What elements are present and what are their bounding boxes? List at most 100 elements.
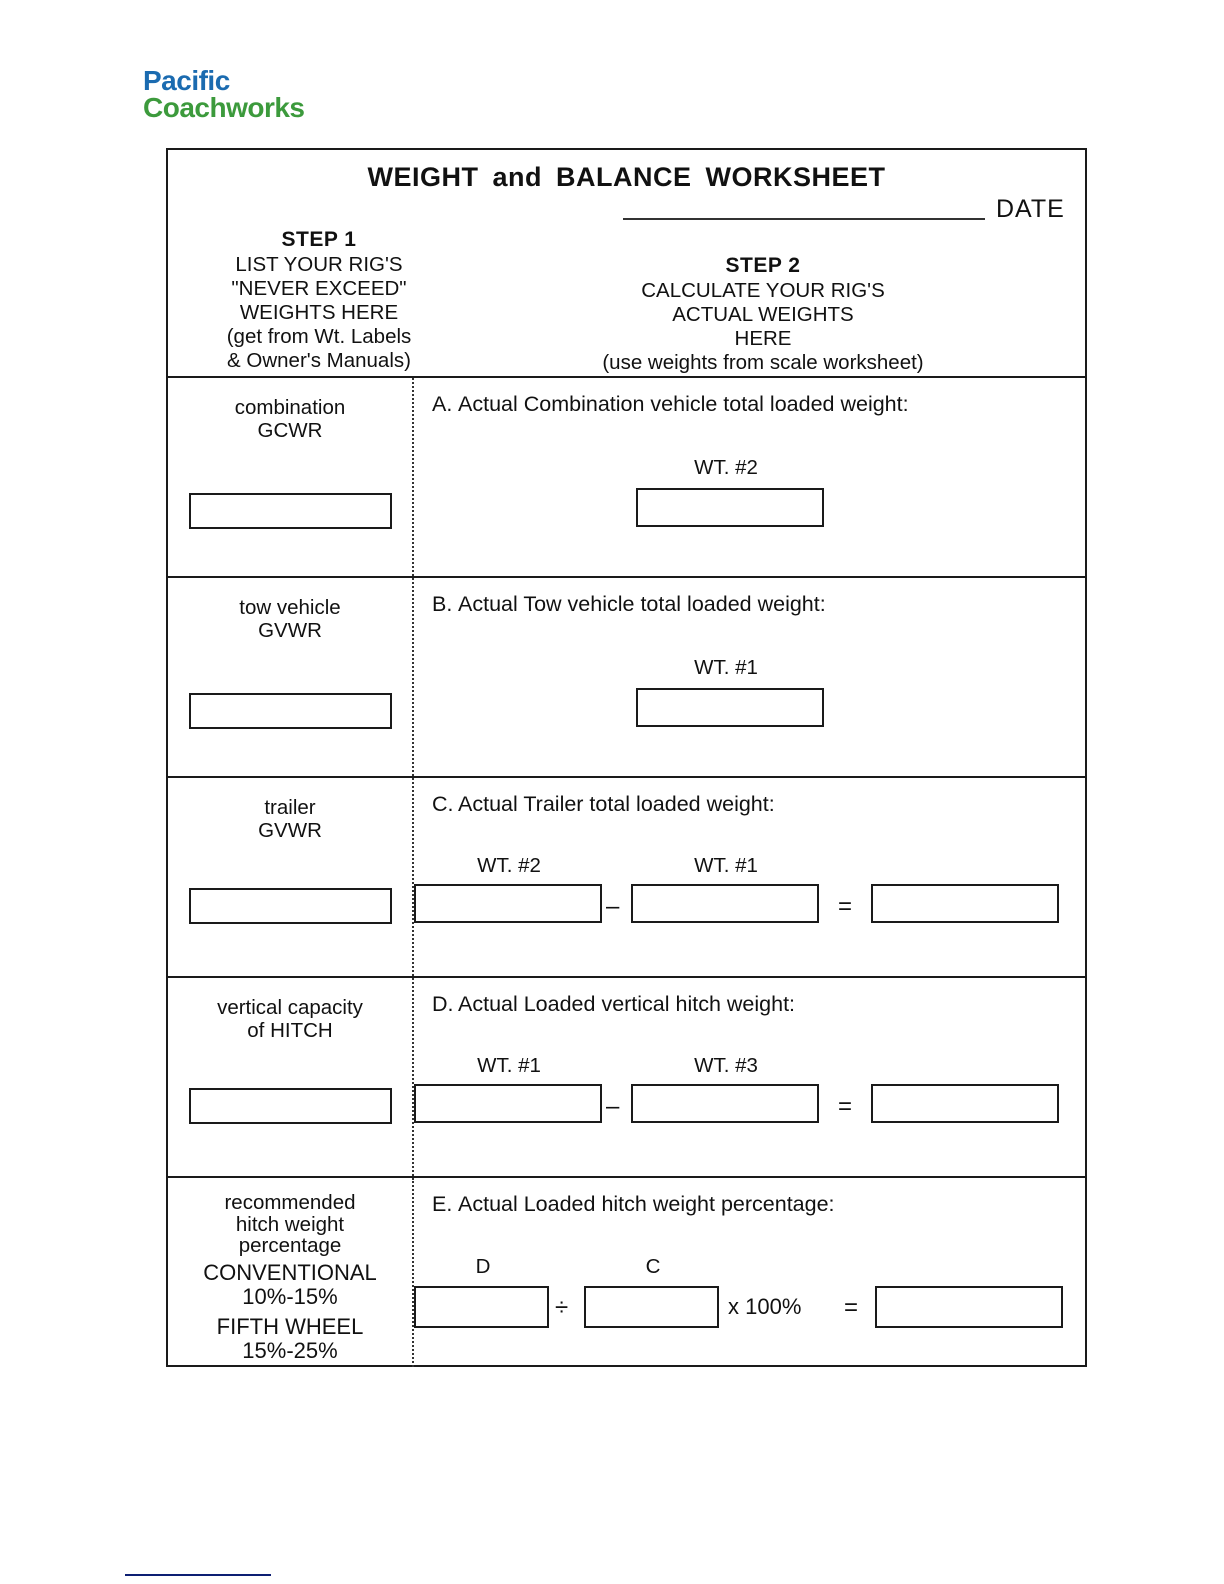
table-row-e: recommended hitch weight percentage CONV… bbox=[168, 1178, 1085, 1367]
table-row-a: combination GCWR A.Actual Combination ve… bbox=[168, 378, 1085, 578]
row-d-left-label-line2: of HITCH bbox=[247, 1019, 333, 1043]
row-b-operand1-label: WT. #1 bbox=[694, 656, 758, 679]
date-input-line[interactable] bbox=[623, 218, 985, 220]
row-e-fifth-wheel-value: 15%-25% bbox=[242, 1338, 338, 1364]
row-c-never-exceed-input[interactable] bbox=[189, 888, 392, 924]
row-d-minus-operator: – bbox=[606, 1093, 620, 1120]
column-divider bbox=[412, 778, 414, 976]
column-divider bbox=[412, 978, 414, 1176]
column-divider bbox=[412, 1178, 414, 1367]
footer-blue-rule bbox=[125, 1574, 271, 1576]
pacific-coachworks-logo: Pacific Coachworks bbox=[143, 65, 305, 123]
row-c-operand2-label: WT. #1 bbox=[694, 854, 758, 877]
row-a-left-label-line1: combination bbox=[234, 396, 346, 419]
step-1-line-3: WEIGHTS HERE bbox=[239, 300, 399, 324]
row-b-left-label-line1: tow vehicle bbox=[239, 596, 341, 619]
table-row-d: vertical capacity of HITCH D.Actual Load… bbox=[168, 978, 1085, 1178]
row-c-operand2-input[interactable] bbox=[631, 884, 819, 923]
step-1-instructions: STEP 1 LIST YOUR RIG'S "NEVER EXCEED" WE… bbox=[174, 228, 464, 372]
step-2-line-2: ACTUAL WEIGHTS bbox=[672, 302, 854, 326]
row-a-never-exceed-input[interactable] bbox=[189, 493, 392, 529]
step-2-line-3: HERE bbox=[734, 326, 792, 350]
row-d-operand1-input[interactable] bbox=[414, 1084, 602, 1123]
row-e-right-cell: E.Actual Loaded hitch weight percentage:… bbox=[414, 1178, 1085, 1367]
logo-line-pacific: Pacific bbox=[143, 65, 230, 96]
row-d-left-label-line1: vertical capacity bbox=[217, 996, 363, 1019]
date-label: DATE bbox=[996, 195, 1065, 223]
row-d-never-exceed-input[interactable] bbox=[189, 1088, 392, 1124]
row-e-fifth-wheel-title: FIFTH WHEEL bbox=[216, 1314, 364, 1339]
row-a-operand1-label: WT. #2 bbox=[694, 456, 758, 479]
logo-line-coachworks: Coachworks bbox=[143, 91, 305, 123]
row-c-left-label-line1: trailer bbox=[264, 796, 316, 819]
row-d-question: D.Actual Loaded vertical hitch weight: bbox=[432, 992, 795, 1017]
column-divider bbox=[412, 578, 414, 776]
row-e-conventional-value: 10%-15% bbox=[242, 1284, 338, 1310]
row-c-left-label: trailer GVWR bbox=[168, 796, 412, 843]
row-b-operand1-input[interactable] bbox=[636, 688, 824, 727]
row-c-minus-operator: – bbox=[606, 893, 620, 920]
row-d-question-text: Actual Loaded vertical hitch weight: bbox=[458, 992, 796, 1016]
row-d-letter: D. bbox=[432, 992, 454, 1016]
weight-balance-worksheet-form: WEIGHT and BALANCE WORKSHEET DATE STEP 1… bbox=[166, 148, 1087, 1367]
row-a-letter: A. bbox=[432, 392, 453, 416]
row-a-left-label: combination GCWR bbox=[168, 396, 412, 443]
step-2-line-4: (use weights from scale worksheet) bbox=[602, 350, 924, 374]
step-1-line-1: LIST YOUR RIG'S bbox=[235, 252, 403, 276]
row-a-right-cell: A.Actual Combination vehicle total loade… bbox=[414, 378, 1085, 576]
row-e-left-label-line3: percentage bbox=[238, 1234, 342, 1258]
step-1-heading: STEP 1 bbox=[281, 228, 357, 251]
row-e-question: E.Actual Loaded hitch weight percentage: bbox=[432, 1192, 835, 1217]
worksheet-title: WEIGHT and BALANCE WORKSHEET bbox=[367, 162, 886, 192]
row-e-equals-operator: = bbox=[844, 1294, 859, 1321]
row-a-question: A.Actual Combination vehicle total loade… bbox=[432, 392, 909, 417]
row-e-letter: E. bbox=[432, 1192, 453, 1216]
row-b-left-label-line2: GVWR bbox=[258, 619, 322, 643]
row-e-left-label-line1: recommended bbox=[224, 1191, 356, 1214]
row-c-question-text: Actual Trailer total loaded weight: bbox=[458, 792, 775, 816]
row-a-operand1-input[interactable] bbox=[636, 488, 824, 527]
row-d-result-input[interactable] bbox=[871, 1084, 1059, 1123]
step-2-heading: STEP 2 bbox=[725, 254, 801, 277]
step-2-instructions: STEP 2 CALCULATE YOUR RIG'S ACTUAL WEIGH… bbox=[498, 254, 1028, 375]
row-b-never-exceed-input[interactable] bbox=[189, 693, 392, 729]
row-d-operand1-label: WT. #1 bbox=[477, 1054, 541, 1077]
row-e-conventional-title: CONVENTIONAL bbox=[203, 1260, 377, 1285]
row-a-left-cell: combination GCWR bbox=[168, 378, 412, 576]
row-d-right-cell: D.Actual Loaded vertical hitch weight: W… bbox=[414, 978, 1085, 1176]
row-e-left-label-line2: hitch weight bbox=[235, 1212, 345, 1236]
row-e-divide-operator: ÷ bbox=[555, 1294, 569, 1321]
row-c-left-cell: trailer GVWR bbox=[168, 778, 412, 976]
row-c-equals-operator: = bbox=[838, 893, 853, 920]
row-d-left-label: vertical capacity of HITCH bbox=[168, 996, 412, 1043]
row-b-letter: B. bbox=[432, 592, 453, 616]
row-d-equals-operator: = bbox=[838, 1093, 853, 1120]
row-d-operand2-label: WT. #3 bbox=[694, 1054, 758, 1077]
row-e-result-input[interactable] bbox=[875, 1286, 1063, 1328]
row-e-operand1-label: D bbox=[475, 1255, 491, 1278]
row-e-operand2-label: C bbox=[645, 1255, 661, 1278]
row-b-question-text: Actual Tow vehicle total loaded weight: bbox=[458, 592, 826, 616]
row-b-question: B.Actual Tow vehicle total loaded weight… bbox=[432, 592, 826, 617]
row-a-question-text: Actual Combination vehicle total loaded … bbox=[458, 392, 909, 416]
row-d-operand2-input[interactable] bbox=[631, 1084, 819, 1123]
row-c-right-cell: C.Actual Trailer total loaded weight: WT… bbox=[414, 778, 1085, 976]
step-2-line-1: CALCULATE YOUR RIG'S bbox=[641, 278, 885, 302]
row-e-left-label: recommended hitch weight percentage bbox=[168, 1192, 412, 1257]
row-e-operand1-input[interactable] bbox=[414, 1286, 549, 1328]
row-e-operand2-input[interactable] bbox=[584, 1286, 719, 1328]
table-row-c: trailer GVWR C.Actual Trailer total load… bbox=[168, 778, 1085, 978]
row-a-left-label-line2: GCWR bbox=[257, 419, 323, 443]
row-c-result-input[interactable] bbox=[871, 884, 1059, 923]
row-c-operand1-input[interactable] bbox=[414, 884, 602, 923]
row-e-conventional-note: CONVENTIONAL 10%-15% bbox=[168, 1260, 412, 1310]
row-b-left-label: tow vehicle GVWR bbox=[168, 596, 412, 643]
row-c-left-label-line2: GVWR bbox=[258, 819, 322, 843]
row-c-letter: C. bbox=[432, 792, 454, 816]
column-divider bbox=[412, 378, 414, 576]
worksheet-header: WEIGHT and BALANCE WORKSHEET DATE STEP 1… bbox=[168, 150, 1085, 378]
row-d-left-cell: vertical capacity of HITCH bbox=[168, 978, 412, 1176]
step-1-line-4: (get from Wt. Labels bbox=[226, 324, 412, 348]
table-row-b: tow vehicle GVWR B.Actual Tow vehicle to… bbox=[168, 578, 1085, 778]
step-1-line-2: "NEVER EXCEED" bbox=[231, 276, 407, 300]
